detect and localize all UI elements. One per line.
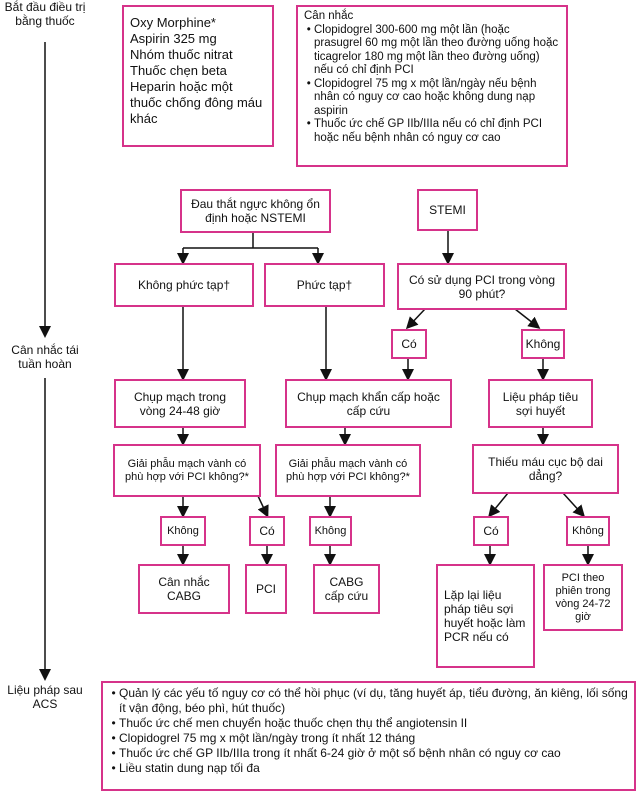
med-item: Aspirin 325 mg <box>130 31 217 46</box>
urgent-angiography-box: Chụp mạch khẩn cấp hoặc cấp cứu <box>285 379 452 428</box>
consider-item: Clopidogrel 300-600 mg một lần (hoặc pra… <box>314 24 560 78</box>
post-acs-item: Thuốc ức chế GP IIb/IIIa trong ít nhất 6… <box>119 746 628 761</box>
ischemia-yes-box: Có <box>473 516 509 546</box>
post-acs-item: Thuốc ức chế men chuyển hoặc thuốc chẹn … <box>119 716 628 731</box>
med-item: Nhóm thuốc nitrat <box>130 47 233 62</box>
nstemi-box: Đau thắt ngực không ổn định hoặc NSTEMI <box>180 189 331 233</box>
stemi-box: STEMI <box>417 189 478 231</box>
pci90-yes-box: Có <box>391 329 427 359</box>
consider-item: Clopidogrel 75 mg x một lần/ngày nếu bện… <box>314 78 560 119</box>
side-label-post-acs: Liệu pháp sau ACS <box>7 683 83 711</box>
complicated-box: Phức tạp† <box>264 263 385 307</box>
med-item: Oxy Morphine* <box>130 15 216 30</box>
elective-pci-box: PCI theo phiên trong vòng 24-72 giờ <box>543 564 623 631</box>
side-label-reperfusion: Cân nhắc tái tuần hoàn <box>11 343 79 371</box>
right-yes-box: Có <box>249 516 285 546</box>
side-label-start: Bắt đầu điều trị bằng thuốc <box>4 0 86 28</box>
pci-90min-question-box: Có sử dụng PCI trong vòng 90 phút? <box>397 263 567 310</box>
emergency-cabg-box: CABG cấp cứu <box>313 564 380 614</box>
post-acs-item: Liều statin dung nạp tối đa <box>119 761 628 776</box>
fibrinolysis-box: Liệu pháp tiêu sợi huyết <box>488 379 593 428</box>
post-acs-therapy-box: Quản lý các yếu tố nguy cơ có thể hồi ph… <box>101 681 636 791</box>
uncomplicated-box: Không phức tạp† <box>114 263 254 307</box>
right-no-box: Không <box>309 516 352 546</box>
consider-box: Cân nhắc Clopidogrel 300-600 mg một lần … <box>296 5 568 167</box>
post-acs-item: Quản lý các yếu tố nguy cơ có thể hồi ph… <box>119 686 628 716</box>
anatomy-question-left: Giải phẫu mạch vành có phù hợp với PCI k… <box>113 444 261 497</box>
persistent-ischemia-question-box: Thiếu máu cục bộ dai dẳng? <box>472 444 619 494</box>
left-no-box: Không <box>160 516 206 546</box>
pci-box: PCI <box>245 564 287 614</box>
post-acs-item: Clopidogrel 75 mg x một lần/ngày trong í… <box>119 731 628 746</box>
initial-medications-box: Oxy Morphine* Aspirin 325 mg Nhóm thuốc … <box>122 5 274 147</box>
pci90-no-box: Không <box>521 329 565 359</box>
anatomy-question-right: Giải phẫu mạch vành có phù hợp với PCI k… <box>275 444 421 497</box>
consider-cabg-box: Cân nhắc CABG <box>138 564 230 614</box>
consider-item: Thuốc ức chế GP IIb/IIIa nếu có chỉ định… <box>314 118 560 145</box>
ischemia-no-box: Không <box>566 516 610 546</box>
repeat-fibrinolysis-box: Lặp lại liệu pháp tiêu sợi huyết hoặc là… <box>436 564 535 668</box>
angiography-24-48h-box: Chụp mạch trong vòng 24-48 giờ <box>114 379 246 428</box>
med-item: Thuốc chẹn beta <box>130 63 227 78</box>
consider-title: Cân nhắc <box>304 10 354 22</box>
med-item: Heparin hoặc một thuốc chống đông máu kh… <box>130 79 263 126</box>
